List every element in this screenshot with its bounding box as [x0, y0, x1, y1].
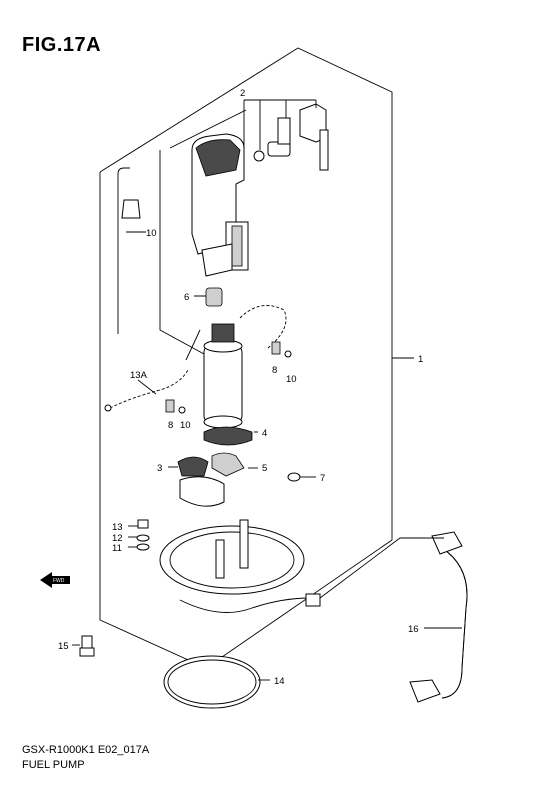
callout-6: 6 — [184, 292, 189, 303]
fuel-filter-part — [191, 133, 249, 277]
pressure-regulator-part — [253, 103, 329, 171]
callout-5: 5 — [262, 463, 267, 474]
callout-4: 4 — [262, 428, 267, 439]
callout-11: 11 — [112, 543, 122, 554]
lead-wire-part — [104, 369, 189, 412]
model-code: GSX-R1000K1 E02_017A — [22, 744, 150, 756]
fastener-parts — [136, 519, 150, 551]
vent-tube-part — [117, 167, 146, 334]
callout-16: 16 — [408, 624, 419, 635]
callout-12: 12 — [112, 533, 123, 544]
callout-10c: 10 — [180, 420, 191, 431]
callout-14: 14 — [274, 676, 285, 687]
diagram-name: FUEL PUMP — [22, 759, 85, 771]
bracket-part-8 — [165, 341, 292, 414]
callout-leader-lines — [72, 231, 462, 681]
callout-13a: 13A — [130, 370, 148, 381]
callout-8b: 8 — [168, 420, 173, 431]
callout-15: 15 — [58, 641, 69, 652]
callout-3: 3 — [157, 463, 162, 474]
svg-text:FWD: FWD — [53, 578, 65, 584]
callout-labels: 2 1 10 6 8 10 13A 8 10 4 5 3 7 13 12 11 … — [58, 88, 423, 687]
callout-10a: 10 — [146, 228, 157, 239]
bolt-part — [79, 635, 95, 657]
fuel-pump-body — [185, 305, 287, 429]
pump-cushion-part — [194, 287, 223, 307]
fuel-hose-part — [319, 531, 468, 703]
callout-7: 7 — [320, 473, 325, 484]
callout-8a: 8 — [272, 365, 277, 376]
gasket-part — [163, 655, 261, 709]
figure-title: FIG.17A — [22, 34, 102, 56]
assembly-frame — [99, 47, 393, 669]
callout-13: 13 — [112, 522, 123, 533]
callout-2: 2 — [240, 88, 245, 99]
pump-base-plate — [159, 519, 321, 613]
callout-1: 1 — [418, 354, 423, 365]
callout-10b: 10 — [286, 374, 297, 385]
pump-holder-parts — [177, 426, 301, 507]
fwd-arrow-icon: FWD — [40, 572, 70, 588]
leader-lines-part-2 — [243, 99, 317, 178]
